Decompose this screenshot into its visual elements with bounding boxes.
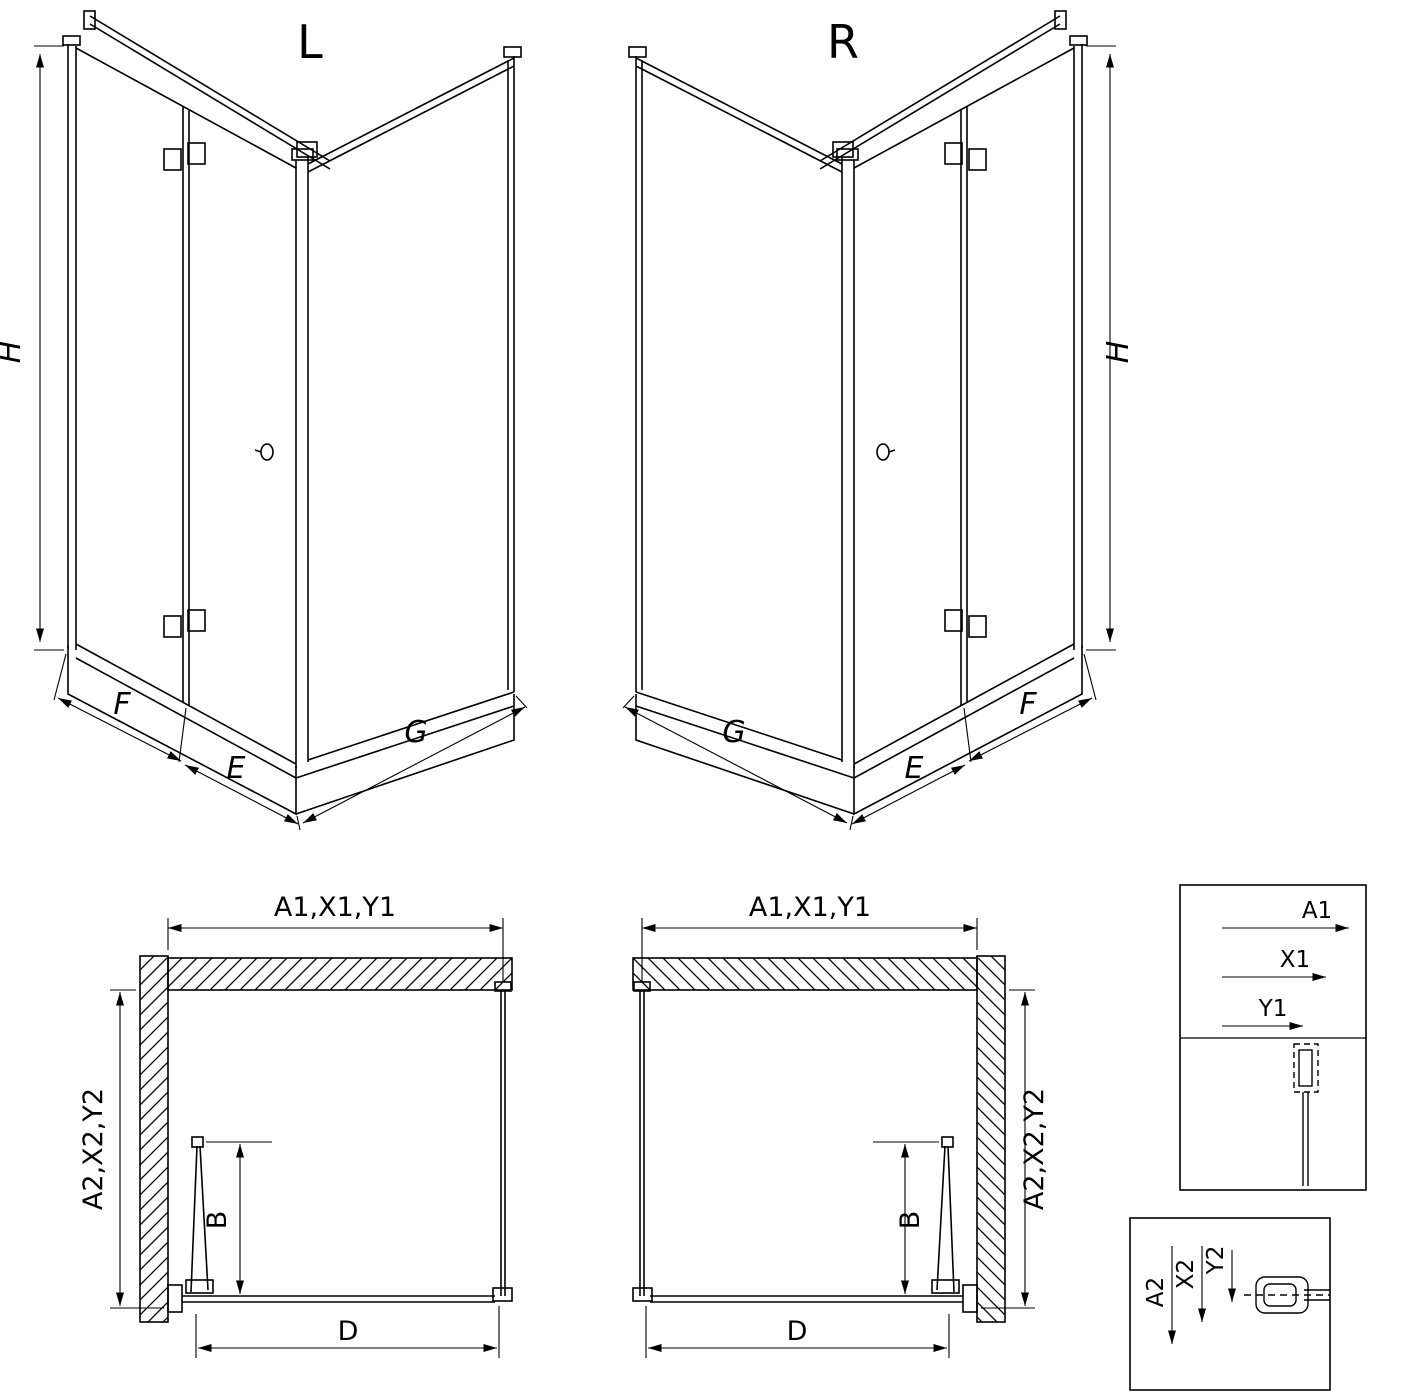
- iso-view-right-linework: [623, 11, 1116, 830]
- plan-left-width-dims-label: A1,X1,Y1: [274, 892, 396, 923]
- detail-box-depth-dims: [1129, 1217, 1331, 1391]
- bottom-clamp-profile: [1255, 1276, 1309, 1314]
- iso-right-e-label: E: [905, 751, 924, 786]
- iso-left-height-label: H: [0, 341, 28, 364]
- detail-x2-label: X2: [1173, 1259, 1199, 1289]
- plan-view-right-linework: [633, 918, 1035, 1358]
- variant-right-label: R: [827, 15, 859, 69]
- iso-left-f-label: F: [113, 687, 131, 722]
- wall-profile-section: [1293, 1043, 1319, 1093]
- plan-right-b-label: B: [895, 1211, 926, 1230]
- detail-y1-label: Y1: [1258, 996, 1288, 1022]
- plan-left-b-label: B: [202, 1211, 233, 1230]
- plan-left-depth-dims-label: A2,X2,Y2: [78, 1088, 109, 1210]
- detail-box-width-dims: [1179, 884, 1367, 1191]
- iso-right-f-label: F: [1019, 687, 1037, 722]
- plan-right-width-dims-label: A1,X1,Y1: [749, 892, 871, 923]
- iso-left-g-label: G: [404, 715, 427, 750]
- iso-right-height-label: H: [1101, 341, 1136, 364]
- labels-layer: L R H F E G H F E G A1,X1,Y1 A2,X2,Y2 B …: [0, 15, 1332, 1347]
- plan-left-d-label: D: [338, 1316, 359, 1347]
- plan-right-d-label: D: [787, 1316, 808, 1347]
- detail-a1-label: A1: [1302, 898, 1332, 924]
- detail-x1-label: X1: [1280, 947, 1310, 973]
- variant-left-label: L: [297, 15, 323, 69]
- detail-y2-label: Y2: [1203, 1246, 1229, 1276]
- iso-view-left-linework: [34, 11, 527, 830]
- plan-right-depth-dims-label: A2,X2,Y2: [1019, 1088, 1050, 1210]
- detail-a2-label: A2: [1143, 1277, 1169, 1307]
- iso-right-g-label: G: [722, 715, 745, 750]
- plan-view-left-linework: [110, 918, 512, 1358]
- iso-left-e-label: E: [227, 751, 246, 786]
